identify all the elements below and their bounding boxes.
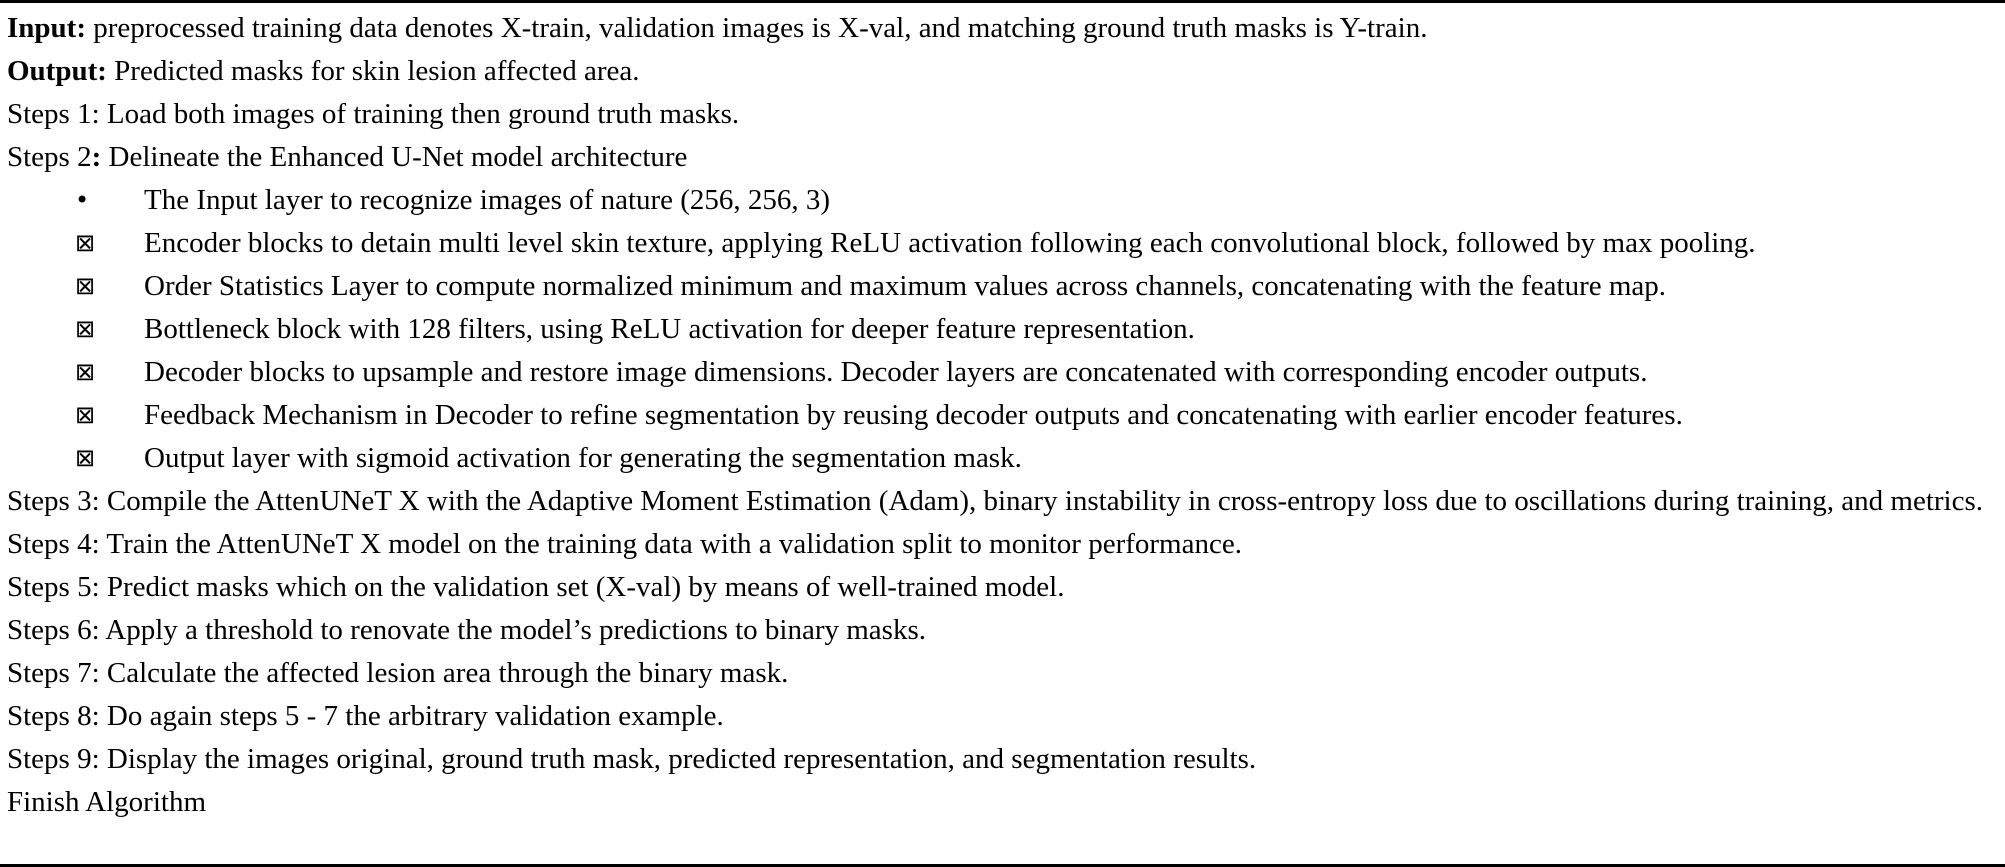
boxed-x-icon: ⊠ (75, 229, 96, 257)
step-9: Steps 9: Display the images original, gr… (7, 743, 1257, 775)
boxed-x-icon: ⊠ (75, 315, 96, 343)
bullet-text: Feedback Mechanism in Decoder to refine … (144, 399, 1683, 431)
boxed-x-icon: ⊠ (75, 358, 96, 386)
bullet-item-output-layer: ⊠ Output layer with sigmoid activation f… (7, 437, 2005, 480)
bullet-text: Decoder blocks to upsample and restore i… (144, 356, 1648, 388)
step-5: Steps 5: Predict masks which on the vali… (7, 571, 1065, 603)
bullet-text: The Input layer to recognize images of n… (144, 184, 831, 216)
boxed-x-icon: ⊠ (75, 401, 96, 429)
bullet-text: Bottleneck block with 128 filters, using… (144, 313, 1195, 345)
bullet-item-decoder: ⊠ Decoder blocks to upsample and restore… (7, 351, 2005, 394)
input-text: preprocessed training data denotes X-tra… (86, 12, 1428, 44)
input-line: Input: preprocessed training data denote… (7, 7, 2005, 50)
bullet-text: Output layer with sigmoid activation for… (144, 442, 1022, 474)
step-6: Steps 6: Apply a threshold to renovate t… (7, 614, 926, 646)
step-4: Steps 4: Train the AttenUNeT X model on … (7, 528, 1242, 560)
output-text: Predicted masks for skin lesion affected… (106, 55, 640, 87)
bullet-item-order-statistics: ⊠ Order Statistics Layer to compute norm… (7, 265, 2005, 308)
output-label: Output: (7, 55, 107, 87)
output-line: Output: Predicted masks for skin lesion … (7, 50, 2005, 93)
step-1: Steps 1: Load both images of training th… (7, 98, 740, 130)
step-2-prefix: Steps 2 (7, 141, 92, 173)
step-2-text: Delineate the Enhanced U-Net model archi… (101, 141, 688, 173)
step-8: Steps 8: Do again steps 5 - 7 the arbitr… (7, 700, 724, 732)
input-label: Input: (7, 12, 86, 44)
bullet-item-feedback: ⊠ Feedback Mechanism in Decoder to refin… (7, 394, 2005, 437)
step-7: Steps 7: Calculate the affected lesion a… (7, 657, 789, 689)
bullet-item-encoder: ⊠ Encoder blocks to detain multi level s… (7, 222, 2005, 265)
step-2-colon: : (91, 141, 102, 173)
bullet-text: Order Statistics Layer to compute normal… (144, 270, 1667, 302)
step-2: Steps 2: Delineate the Enhanced U-Net mo… (7, 136, 2005, 179)
boxed-x-icon: ⊠ (75, 272, 96, 300)
step-3: Steps 3: Compile the AttenUNeT X with th… (7, 485, 1984, 517)
bullet-item-input-layer: • The Input layer to recognize images of… (7, 179, 2005, 222)
bullet-text: Encoder blocks to detain multi level ski… (144, 227, 1756, 259)
boxed-x-icon: ⊠ (75, 444, 96, 472)
bullet-item-bottleneck: ⊠ Bottleneck block with 128 filters, usi… (7, 308, 2005, 351)
bullet-dot-icon: • (75, 186, 90, 214)
finish-line: Finish Algorithm (7, 786, 207, 818)
